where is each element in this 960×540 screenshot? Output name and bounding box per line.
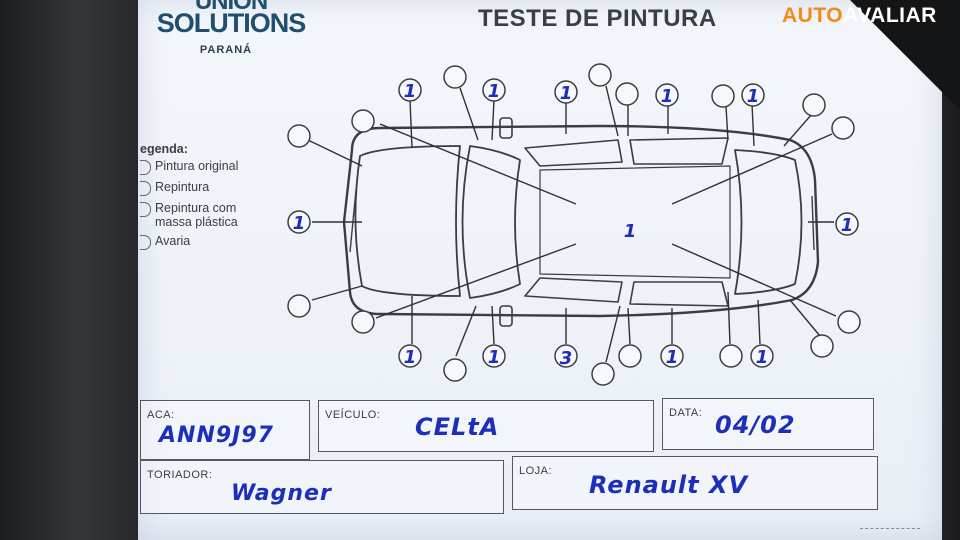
- binder-corner: [850, 0, 960, 110]
- placa-value: ANN9J97: [159, 423, 274, 448]
- callout-lines: [307, 85, 837, 363]
- loja-label: LOJA:: [519, 465, 553, 477]
- inspection-circle[interactable]: [750, 344, 774, 368]
- legend-item-label: Repintura com massa plástica: [155, 201, 238, 229]
- loja-value: Renault XV: [589, 471, 749, 499]
- binder-left-panel: [0, 0, 140, 540]
- legend-circle-icon: [140, 202, 151, 217]
- mark-left-rear-quarter: 1: [747, 86, 760, 107]
- data-field[interactable]: DATA: 04/02: [662, 398, 874, 450]
- legend-item: Avaria: [140, 234, 270, 250]
- data-value: 04/02: [715, 411, 796, 439]
- veiculo-value: CELtA: [415, 413, 500, 441]
- inspection-circle[interactable]: [554, 80, 578, 104]
- mark-front-right-fender: 1: [404, 347, 417, 368]
- watermark-prefix: AUTO: [782, 4, 844, 27]
- inspection-circle[interactable]: [802, 93, 826, 117]
- mark-left-rear-door: 1: [661, 86, 674, 107]
- legend: egenda: Pintura original Repintura Repin…: [140, 142, 270, 255]
- loja-field[interactable]: LOJA: Renault XV: [512, 456, 878, 510]
- logo-line-1: UNION: [194, 0, 268, 15]
- inspection-circle[interactable]: [287, 294, 311, 318]
- vistoriador-field[interactable]: TORIADOR: Wagner: [140, 460, 504, 514]
- inspection-circle[interactable]: [351, 310, 375, 334]
- union-solutions-logo: UNION SOLUTIONS PARANÁ: [146, 0, 316, 64]
- logo-line-2: SOLUTIONS: [156, 8, 307, 38]
- mark-front-right-door-edge: 1: [488, 347, 501, 368]
- legend-item-label: Pintura original: [155, 159, 239, 173]
- inspection-circle[interactable]: [719, 344, 743, 368]
- inspection-circle[interactable]: [287, 210, 311, 234]
- legend-circle-icon: [140, 181, 151, 196]
- inspection-circle[interactable]: [837, 310, 861, 334]
- watermark-suffix: AVALIAR: [843, 4, 937, 27]
- veiculo-field[interactable]: VEÍCULO: CELtA: [318, 400, 654, 452]
- inspection-circle[interactable]: [398, 78, 422, 102]
- inspection-circle[interactable]: [741, 83, 765, 107]
- legend-circle-icon: [140, 160, 151, 175]
- inspection-circle[interactable]: [711, 84, 735, 108]
- inspection-circle[interactable]: [588, 63, 612, 87]
- inspection-circle[interactable]: [835, 212, 859, 236]
- inspection-circles: [287, 63, 861, 386]
- inspection-circle[interactable]: [831, 116, 855, 140]
- autoavaliar-watermark: AUTOAVALIAR: [782, 4, 937, 28]
- legend-circle-icon: [140, 235, 151, 250]
- legend-title: egenda:: [140, 142, 188, 156]
- inspection-circle[interactable]: [655, 83, 679, 107]
- legend-item-label: Repintura: [155, 180, 210, 194]
- legend-item-label: Avaria: [155, 234, 191, 248]
- inspection-circle[interactable]: [618, 344, 642, 368]
- mark-rear-bumper: 1: [841, 215, 854, 236]
- car-outline: [342, 117, 820, 327]
- inspection-circle[interactable]: [443, 65, 467, 89]
- legend-item: Repintura com massa plástica: [140, 201, 270, 229]
- mark-roof: 1: [624, 221, 637, 242]
- mark-front-bumper: 1: [293, 213, 306, 234]
- legend-item: Pintura original: [140, 159, 270, 175]
- inspection-circle[interactable]: [482, 344, 506, 368]
- inspection-circle[interactable]: [443, 358, 467, 382]
- placa-label: ACA:: [147, 409, 175, 421]
- mark-right-rear-quarter: 1: [756, 347, 769, 368]
- inspection-circle[interactable]: [287, 124, 311, 148]
- inspection-circle[interactable]: [660, 344, 684, 368]
- mark-left-front-door: 1: [560, 83, 573, 104]
- inspection-circle[interactable]: [351, 109, 375, 133]
- dashed-divider: [860, 528, 920, 529]
- placa-field[interactable]: ACA: ANN9J97: [140, 400, 310, 460]
- inspection-circle[interactable]: [398, 344, 422, 368]
- mark-right-front-door: 3: [560, 348, 573, 369]
- inspection-circle[interactable]: [554, 344, 578, 368]
- mark-right-rear-door: 1: [666, 347, 679, 368]
- inspection-circle[interactable]: [615, 82, 639, 106]
- data-label: DATA:: [669, 407, 703, 419]
- handwritten-marks: 1 1 1 1 1 1 1 1 1 1 3 1 1 1: [293, 81, 854, 369]
- inspection-circle[interactable]: [482, 78, 506, 102]
- logo-region: PARANÁ: [199, 44, 253, 56]
- vistoriador-value: Wagner: [231, 481, 332, 506]
- mark-front-left-door-edge: 1: [488, 81, 501, 102]
- legend-item: Repintura: [140, 180, 270, 196]
- veiculo-label: VEÍCULO:: [325, 409, 381, 421]
- inspection-circle[interactable]: [591, 362, 615, 386]
- mark-front-left-fender: 1: [404, 81, 417, 102]
- inspection-circle[interactable]: [810, 334, 834, 358]
- vistoriador-label: TORIADOR:: [147, 469, 213, 481]
- form-title: TESTE DE PINTURA: [478, 5, 717, 32]
